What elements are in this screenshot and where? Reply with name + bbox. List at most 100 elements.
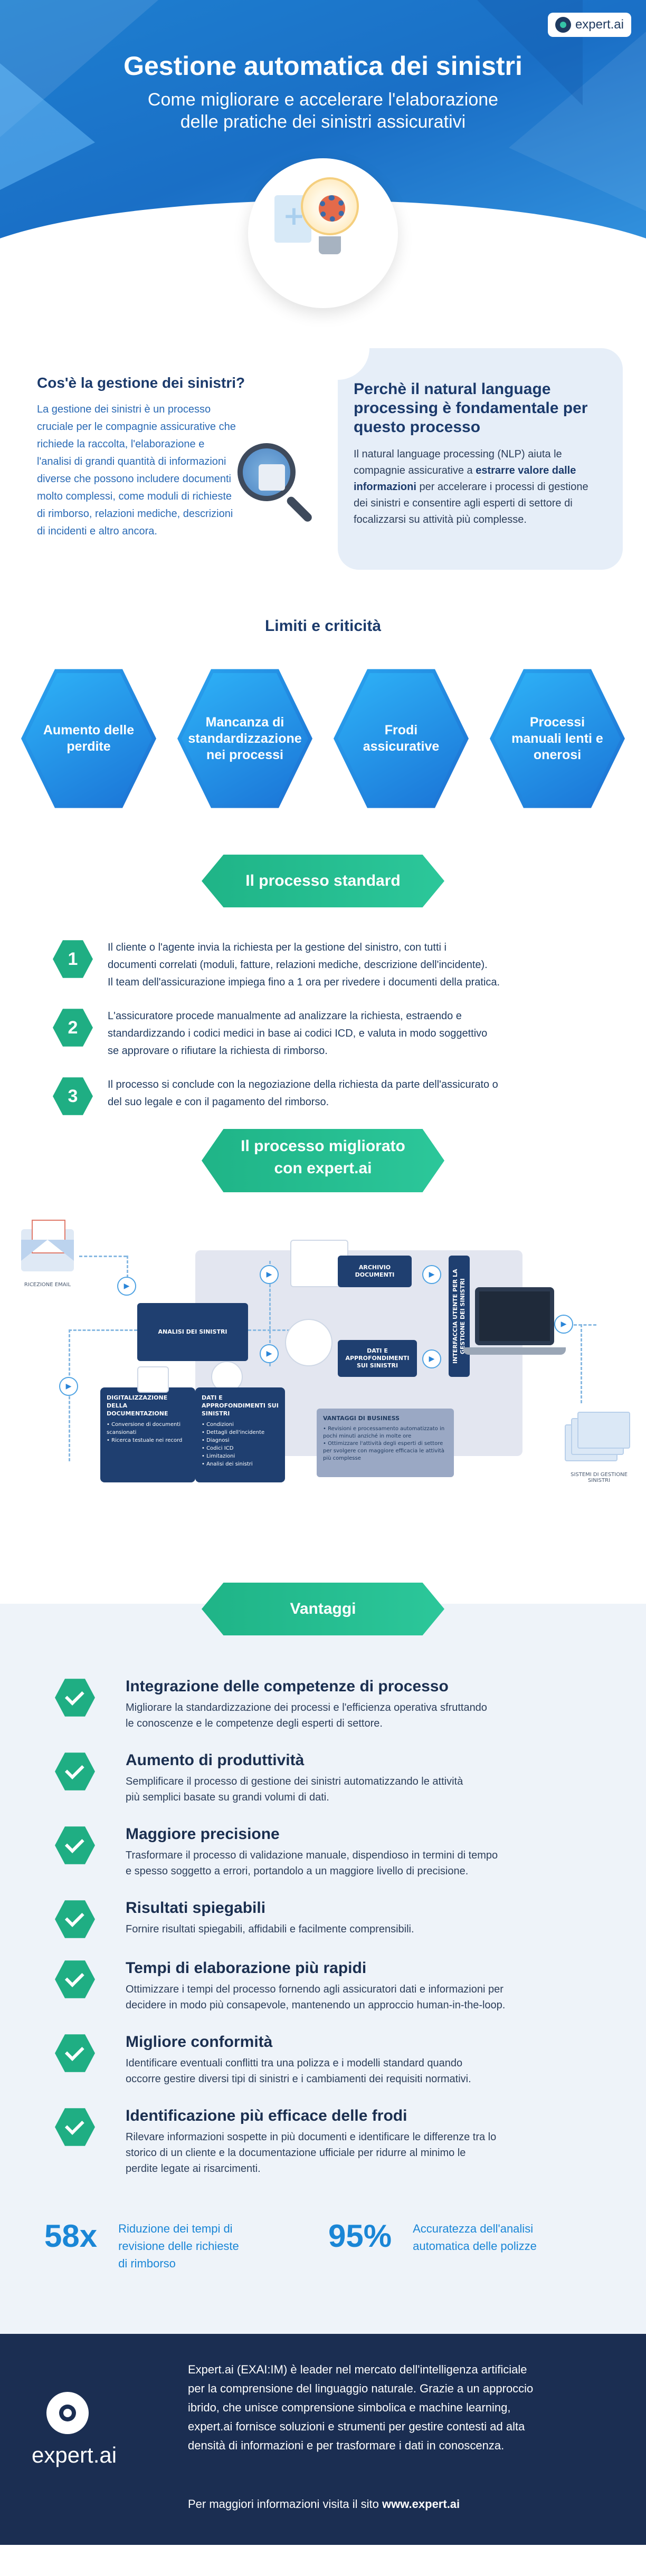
archive-node: ARCHIVIO DOCUMENTI bbox=[338, 1256, 412, 1287]
hero: expert.ai Gestione automatica dei sinist… bbox=[0, 0, 646, 327]
step-text: Il processo si conclude con la negoziazi… bbox=[108, 1076, 498, 1111]
play-icon: ▶ bbox=[117, 1277, 136, 1296]
footer: expert.ai Expert.ai (EXAI:IM) è leader n… bbox=[0, 2334, 646, 2545]
limit-hexagon: Mancanza di standardizzazione nei proces… bbox=[177, 665, 312, 812]
limit-label: Processi manuali lenti e onerosi bbox=[511, 714, 603, 762]
advantage-text: Trasformare il processo di validazione m… bbox=[126, 1847, 498, 1879]
advantage-title: Identificazione più efficace delle frodi bbox=[126, 2107, 407, 2124]
advantage-line: e spesso soggetto a errori, portandolo a… bbox=[126, 1865, 469, 1877]
subtitle-line: delle pratiche dei sinistri assicurativi bbox=[180, 112, 466, 132]
about-line: ibrido, che unisce comprensione simbolic… bbox=[188, 2401, 511, 2414]
box-title: VANTAGGI DI BUSINESS bbox=[323, 1415, 400, 1422]
advantage-title: Aumento di produttività bbox=[126, 1751, 305, 1769]
what-is-text: La gestione dei sinistri è un processo c… bbox=[37, 404, 236, 537]
step-line: Il team dell'assicurazione impiega fino … bbox=[108, 976, 500, 988]
why-nlp-block: Perchè il natural language processing è … bbox=[338, 348, 623, 570]
stat-line: automatica delle polizze bbox=[413, 2239, 537, 2253]
about-line: Expert.ai (EXAI:IM) è leader nel mercato… bbox=[188, 2363, 527, 2376]
check-icon bbox=[55, 1960, 95, 1998]
claims-analysis-node: ANALISI DEI SINISTRI bbox=[137, 1303, 248, 1361]
flow-connector bbox=[79, 1256, 127, 1257]
improved-process-title: Il processo migliorato con expert.ai bbox=[202, 1129, 444, 1192]
limit-hexagon: Frodi assicurative bbox=[334, 665, 469, 812]
intro-section: Cos'è la gestione dei sinistri? La gesti… bbox=[0, 327, 646, 601]
email-label: RICEZIONE EMAIL bbox=[24, 1282, 71, 1288]
hero-decor bbox=[0, 63, 95, 190]
step-number: 2 bbox=[53, 1009, 93, 1047]
advantage-text: Semplificare il processo di gestione dei… bbox=[126, 1774, 463, 1805]
check-icon bbox=[55, 2034, 95, 2072]
check-icon bbox=[55, 2108, 95, 2146]
why-text-part: Il natural language processing (NLP) aiu… bbox=[354, 448, 562, 476]
limits-section: Limiti e criticità Aumento delle perdite… bbox=[0, 601, 646, 834]
gear-icon bbox=[285, 1319, 332, 1366]
flow-connector bbox=[69, 1329, 137, 1331]
advantage-line: Trasformare il processo di validazione m… bbox=[126, 1850, 498, 1861]
limit-label: Aumento delle perdite bbox=[43, 723, 135, 754]
laptop-icon bbox=[463, 1287, 566, 1355]
advantage-text: Fornire risultati spiegabili, affidabili… bbox=[126, 1921, 414, 1937]
play-icon: ▶ bbox=[260, 1265, 279, 1284]
advantage-item: Tempi di elaborazione più rapidi Ottimiz… bbox=[55, 1959, 625, 2013]
brand-name: expert.ai bbox=[575, 17, 624, 32]
standard-process-section: Il processo standard 1 Il cliente o l'ag… bbox=[0, 834, 646, 1129]
expert-ai-logo-icon bbox=[46, 2392, 89, 2434]
check-icon bbox=[55, 1826, 95, 1864]
check-icon bbox=[55, 1753, 95, 1790]
advantages-list: Integrazione delle competenze di process… bbox=[0, 1604, 646, 2177]
limits-hex-row: Aumento delle perdite Mancanza di standa… bbox=[21, 665, 625, 812]
advantage-line: le conoscenze e le competenze degli espe… bbox=[126, 1718, 383, 1729]
advantage-item: Identificazione più efficace delle frodi… bbox=[55, 2107, 625, 2177]
box-item: Revisioni e processamento automatizzato … bbox=[323, 1425, 448, 1440]
stat-value: 58x bbox=[44, 2218, 98, 2254]
step-line: se approvare o rifiutare la richiesta di… bbox=[108, 1045, 328, 1057]
process-step: 2 L'assicuratore procede manualmente ad … bbox=[53, 1008, 602, 1060]
why-text-bold: estrarre valore dalle informazioni bbox=[354, 465, 576, 493]
what-is-title: Cos'è la gestione dei sinistri? bbox=[37, 375, 245, 391]
process-step: 3 Il processo si conclude con la negozia… bbox=[53, 1076, 602, 1116]
brand-badge[interactable]: expert.ai bbox=[547, 13, 631, 37]
stat-value: 95% bbox=[328, 2218, 392, 2254]
interface-node: INTERFACCIA UTENTE PER LA GESTIONE DEI S… bbox=[449, 1256, 470, 1377]
step-line: documenti correlati (moduli, fatture, re… bbox=[108, 959, 488, 971]
hero-decor bbox=[0, 0, 158, 137]
box-item: Condizioni bbox=[202, 1421, 279, 1429]
step-line: Il processo si conclude con la negoziazi… bbox=[108, 1079, 498, 1090]
play-icon: ▶ bbox=[422, 1349, 441, 1368]
advantage-line: Fornire risultati spiegabili, affidabili… bbox=[126, 1923, 414, 1935]
step-line: standardizzando i codici medici in base … bbox=[108, 1028, 488, 1039]
advantage-line: Ottimizzare i tempi del processo fornend… bbox=[126, 1984, 504, 1995]
limits-title: Limiti e criticità bbox=[264, 617, 382, 635]
advantage-text: Ottimizzare i tempi del processo fornend… bbox=[126, 1981, 505, 2013]
box-title: DIGITALIZZAZIONE DELLA DOCUMENTAZIONE bbox=[107, 1394, 168, 1417]
advantage-text: Identificare eventuali conflitti tra una… bbox=[126, 2055, 471, 2087]
advantage-line: storico di un cliente e la documentazion… bbox=[126, 2147, 466, 2159]
advantage-line: occorre gestire diversi tipi di sinistri… bbox=[126, 2073, 471, 2085]
step-number: 3 bbox=[53, 1077, 93, 1115]
play-icon: ▶ bbox=[554, 1315, 573, 1334]
advantage-line: perdite legate ai risarcimenti. bbox=[126, 2163, 261, 2175]
box-item: Ottimizzare l'attività degli esperti di … bbox=[323, 1440, 448, 1462]
why-nlp-text: Il natural language processing (NLP) aiu… bbox=[354, 446, 602, 528]
step-line: del suo legale e con il pagamento del ri… bbox=[108, 1096, 329, 1108]
advantage-line: più semplici basate su grandi volumi di … bbox=[126, 1792, 329, 1803]
hero-decor bbox=[509, 32, 646, 211]
footer-logo-text: expert.ai bbox=[32, 2443, 117, 2467]
expert-ai-logo-icon bbox=[555, 17, 571, 33]
more-info: Per maggiori informazioni visita il sito… bbox=[188, 2497, 460, 2511]
flow-connector bbox=[269, 1261, 271, 1366]
about-line: densità di informazioni e per trasformar… bbox=[188, 2439, 505, 2452]
footer-logo[interactable]: expert.ai bbox=[32, 2392, 137, 2476]
magnifier-icon bbox=[238, 443, 317, 524]
website-link[interactable]: www.expert.ai bbox=[382, 2497, 460, 2511]
advantage-text: Rilevare informazioni sospette in più do… bbox=[126, 2129, 496, 2177]
check-icon bbox=[55, 1679, 95, 1717]
limit-label: Mancanza di standardizzazione nei proces… bbox=[188, 714, 302, 762]
limit-hexagon: Aumento delle perdite bbox=[21, 665, 156, 812]
advantage-title: Tempi di elaborazione più rapidi bbox=[126, 1959, 367, 1977]
step-line: Il cliente o l'agente invia la richiesta… bbox=[108, 942, 446, 953]
step-text: Il cliente o l'agente invia la richiesta… bbox=[108, 939, 500, 991]
laptop-small-icon bbox=[137, 1366, 169, 1393]
